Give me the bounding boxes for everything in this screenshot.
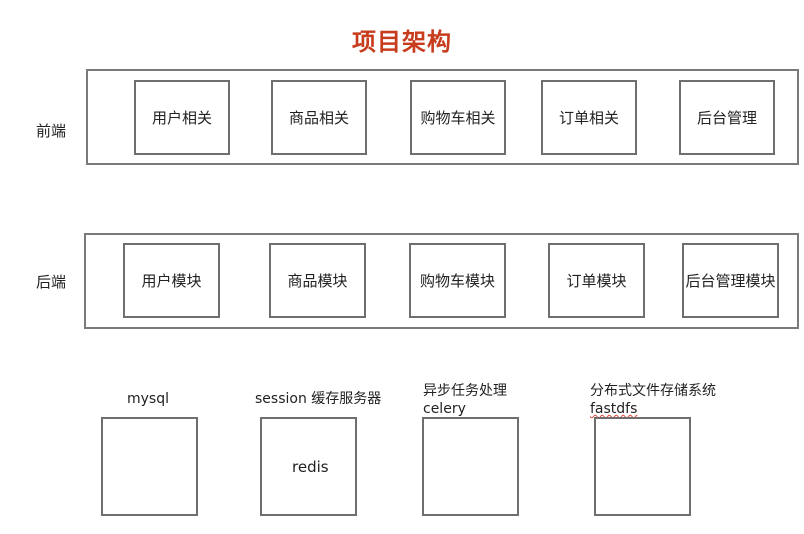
frontend-module-admin: 后台管理 xyxy=(679,80,775,155)
frontend-module-user: 用户相关 xyxy=(134,80,230,155)
frontend-frame xyxy=(86,69,799,165)
storage-label-session: session 缓存服务器 xyxy=(255,391,382,407)
backend-frame xyxy=(84,233,799,329)
backend-module-product: 商品模块 xyxy=(269,243,366,318)
backend-module-order: 订单模块 xyxy=(548,243,645,318)
frontend-label: 前端 xyxy=(36,122,67,140)
backend-module-cart: 购物车模块 xyxy=(409,243,506,318)
storage-box-fastdfs xyxy=(594,417,691,516)
storage-box-redis xyxy=(260,417,357,516)
backend-module-admin: 后台管理模块 xyxy=(682,243,779,318)
storage-box-celery xyxy=(422,417,519,516)
storage-box-mysql xyxy=(101,417,198,516)
backend-module-user: 用户模块 xyxy=(123,243,220,318)
storage-label-async: 异步任务处理 xyxy=(423,383,507,399)
storage-sub-fastdfs: fastdfs xyxy=(590,401,638,417)
storage-inner-redis: redis xyxy=(292,458,329,476)
backend-label: 后端 xyxy=(36,273,67,291)
diagram-title: 项目架构 xyxy=(352,28,452,56)
frontend-module-cart: 购物车相关 xyxy=(410,80,506,155)
storage-label-mysql: mysql xyxy=(127,391,169,407)
frontend-module-product: 商品相关 xyxy=(271,80,367,155)
storage-label-fdfs: 分布式文件存储系统 xyxy=(590,383,716,399)
frontend-module-order: 订单相关 xyxy=(541,80,637,155)
storage-sub-celery: celery xyxy=(423,401,466,417)
